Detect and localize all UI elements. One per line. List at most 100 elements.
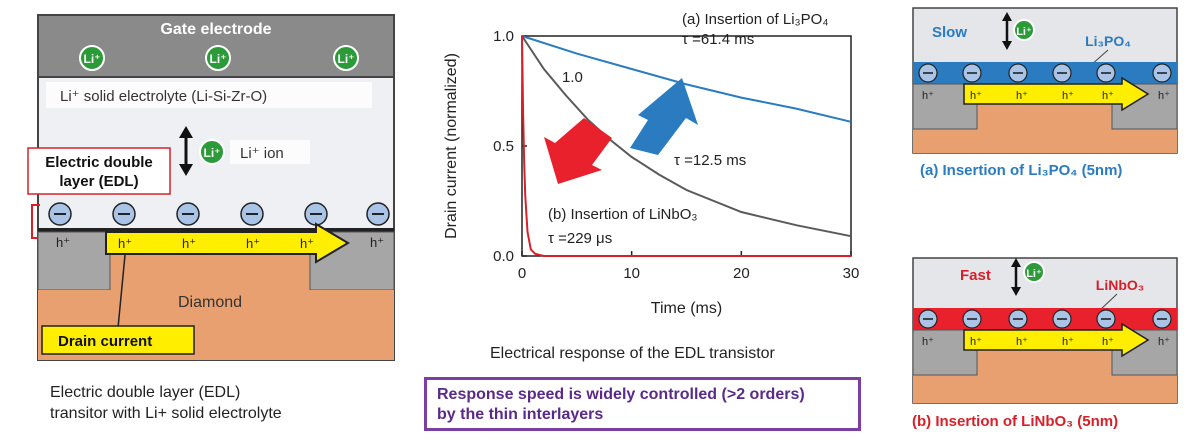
hole-label: h⁺ (1102, 336, 1114, 348)
minus-charge-icon (1008, 309, 1028, 329)
negative-charges (918, 309, 1172, 329)
y-tick-label: 1.0 (493, 28, 514, 45)
li-ion-icon (1023, 261, 1045, 283)
li3po4-caption: (a) Insertion of Li₃PO₄ (5nm) (920, 162, 1123, 179)
arrow-up-icon (1011, 258, 1021, 267)
li-ion-label: Li⁺ (1016, 26, 1032, 38)
li3po4-label: Li₃PO₄ (1085, 33, 1131, 49)
li-ion-icon (79, 45, 105, 71)
minus-charge-icon (176, 202, 200, 226)
x-tick-label: 20 (733, 265, 750, 282)
li-ion-label: Li⁺ (1026, 268, 1042, 280)
series-line-1 (521, 35, 852, 123)
minus-charge-icon (240, 202, 264, 226)
hole-label: h⁺ (1062, 90, 1074, 102)
left-caption-line2: transitor with Li+ solid electrolyte (50, 405, 282, 422)
annotation-b-line2: τ =229 μs (548, 230, 612, 247)
ion-label: Li⁺ ion (240, 145, 284, 162)
drain-current-arrow (105, 222, 350, 264)
edl-transistor-diagram: Gate electrode Li⁺ Li⁺ Li⁺ Li⁺ solid ele… (27, 14, 395, 361)
minus-charge-icon (1096, 63, 1116, 83)
series-line-3 (521, 35, 851, 257)
negative-charges (48, 202, 390, 226)
minus-charge-icon (1152, 63, 1172, 83)
li-ion-label: Li⁺ (84, 52, 101, 66)
li3po4-layer (913, 62, 1177, 84)
hole-label: h⁺ (1158, 336, 1170, 348)
electrolyte-label: Li⁺ solid electrolyte (Li-Si-Zr-O) (60, 88, 267, 105)
li-ion-label: Li⁺ (338, 52, 355, 66)
minus-charge-icon (304, 202, 328, 226)
li-ion-label: Li⁺ (204, 146, 221, 160)
hole-label: h⁺ (246, 236, 260, 251)
drain-current-label: Drain current (58, 333, 152, 350)
edl-bracket (31, 204, 40, 239)
electrolyte-label-bg (46, 82, 372, 108)
hole-label: h⁺ (370, 235, 384, 250)
x-tick-label: 10 (623, 265, 640, 282)
x-axis-label: Time (ms) (651, 300, 722, 317)
minus-charge-icon (1052, 63, 1072, 83)
negative-charges (918, 63, 1172, 83)
slow-response-arrow (630, 78, 698, 155)
gate-label: Gate electrode (160, 21, 271, 38)
left-caption: Electric double layer (EDL) transitor wi… (50, 382, 282, 424)
summary-note-line1: Response speed is widely controlled (>2 … (437, 386, 805, 403)
y-tick-label: 0.5 (493, 138, 514, 155)
li-ion-label: Li⁺ (210, 52, 227, 66)
hole-label: h⁺ (1158, 90, 1170, 102)
hole-label: h⁺ (922, 336, 934, 348)
chart-caption: Electrical response of the EDL transisto… (490, 345, 775, 362)
series-line-2 (521, 35, 852, 238)
hole-label: h⁺ (1016, 336, 1028, 348)
drain-current-arrow (963, 322, 1150, 358)
chart-series (521, 35, 852, 257)
gate-li-ions: Li⁺ Li⁺ Li⁺ (79, 45, 359, 71)
source-electrode (37, 231, 111, 291)
minus-charge-icon (918, 309, 938, 329)
arrow-down-icon (1002, 41, 1012, 50)
arrow-up-icon (179, 126, 193, 138)
hole-label: h⁺ (1102, 90, 1114, 102)
drain-current-arrow (963, 76, 1150, 112)
linbo3-caption: (b) Insertion of LiNbO₃ (5nm) (912, 413, 1119, 430)
hole-label: h⁺ (970, 90, 982, 102)
li-ion-icon (205, 45, 231, 71)
edl-label-line1: Electric double (45, 154, 153, 171)
minus-charge-icon (1096, 309, 1116, 329)
arrow-down-icon (1011, 287, 1021, 296)
hole-label: h⁺ (970, 336, 982, 348)
annotation-a-line2: τ =61.4 ms (682, 31, 754, 48)
holes: h⁺ h⁺ h⁺ h⁺ h⁺ h⁺ (56, 235, 384, 251)
diamond-label: Diamond (178, 294, 242, 311)
annotation-mid: τ =12.5 ms (674, 152, 746, 169)
linbo3-layer (913, 308, 1177, 330)
left-caption-line1: Electric double layer (EDL) (50, 384, 241, 401)
drain-current-box (41, 325, 195, 355)
arrow-up-icon (1002, 12, 1012, 21)
x-tick-label: 0 (518, 265, 526, 282)
li-ion-icon (1013, 19, 1035, 41)
arrow-down-icon (179, 164, 193, 176)
annotation-one: 1.0 (562, 69, 583, 86)
minus-charge-icon (1152, 309, 1172, 329)
li-ion-icon (199, 139, 225, 165)
hole-label: h⁺ (1016, 90, 1028, 102)
hole-label: h⁺ (56, 235, 70, 250)
fast-label: Fast (960, 267, 991, 284)
hole-label: h⁺ (922, 90, 934, 102)
hole-label: h⁺ (300, 236, 314, 251)
ion-movement: Li⁺ Li⁺ ion (179, 126, 310, 176)
slow-label: Slow (932, 24, 967, 41)
edl-label-line2: layer (EDL) (59, 173, 138, 190)
hole-label: h⁺ (1062, 336, 1074, 348)
minus-charge-icon (48, 202, 72, 226)
linbo3-label: LiNbO₃ (1096, 277, 1144, 293)
hole-label: h⁺ (118, 236, 132, 251)
minus-charge-icon (1008, 63, 1028, 83)
summary-note-line2: by the thin interlayers (437, 406, 604, 423)
li3po4-diagram: Slow Li⁺ Li₃PO₄ h⁺ h⁺ h⁺ h⁺ h⁺ h⁺ (912, 7, 1178, 154)
fast-response-arrow (544, 118, 612, 184)
